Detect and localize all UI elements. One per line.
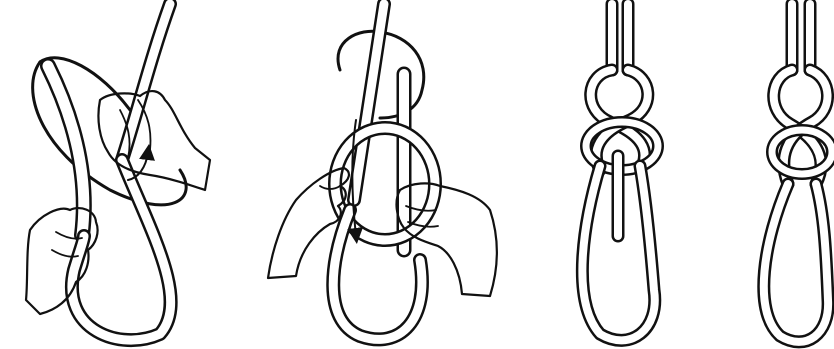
- rope-lower-loop: [764, 184, 828, 342]
- panel-step-1: [26, 4, 210, 340]
- panel-step-4: [764, 4, 832, 342]
- rope-standing-part: [612, 4, 628, 70]
- panel-step-3: [582, 4, 658, 340]
- rope-knot-body: [772, 70, 832, 184]
- rope-standing-part: [792, 4, 810, 70]
- panel-step-2: [268, 4, 497, 339]
- right-hand: [98, 91, 210, 190]
